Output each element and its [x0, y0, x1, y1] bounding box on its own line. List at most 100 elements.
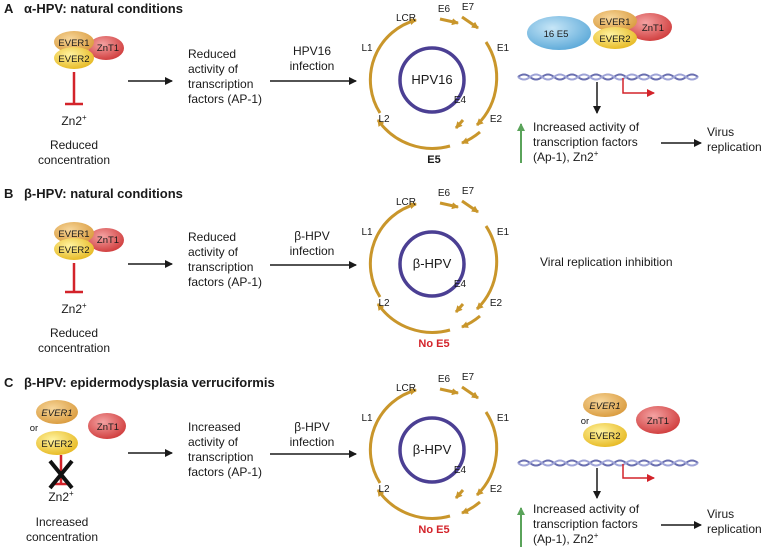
- ever2-label: EVER2: [589, 431, 620, 442]
- genome-name: β-HPV: [413, 256, 452, 271]
- activity-line-4: factors (AP-1): [188, 465, 262, 479]
- ever2-label: EVER2: [58, 54, 89, 65]
- znt1-label: ZnT1: [97, 43, 119, 54]
- viral-genome: HPV16 LCR E6 E7 E1 L1 L2 E4 E2 E5: [361, 2, 509, 166]
- znt1-protein: [628, 13, 672, 41]
- genome-name: HPV16: [411, 72, 452, 87]
- ever1-label: EVER1: [599, 17, 630, 28]
- activity-line-1: Reduced: [188, 47, 236, 61]
- ever1-protein: [54, 222, 94, 244]
- znt1-label: ZnT1: [647, 416, 669, 427]
- gene-lcr: LCR: [396, 383, 416, 394]
- gene-e2: E2: [490, 114, 503, 125]
- znt1-protein: [636, 406, 680, 434]
- gene-l2: L2: [378, 484, 390, 495]
- ever1-label: EVER1: [58, 229, 89, 240]
- outcome-line-3: (Ap-1), Zn2+: [533, 149, 599, 164]
- znt1-label: ZnT1: [97, 235, 119, 246]
- activity-line-1: Increased: [188, 420, 241, 434]
- gene-l2: L2: [378, 114, 390, 125]
- activity-line-4: factors (AP-1): [188, 275, 262, 289]
- e5-label: No E5: [418, 338, 449, 350]
- infection-line-2: infection: [290, 59, 335, 73]
- panel-a: A α-HPV: natural conditions EVER1 EVER2 …: [4, 1, 762, 167]
- gene-e4: E4: [454, 279, 467, 290]
- dna-helix: [517, 73, 699, 81]
- gene-e4: E4: [454, 465, 467, 476]
- gene-l1: L1: [361, 43, 373, 54]
- concentration-line-1: Reduced: [50, 326, 98, 340]
- gene-e1: E1: [497, 227, 510, 238]
- outcome-line-2: transcription factors: [533, 517, 638, 531]
- e5-protein-label: 16 E5: [544, 29, 569, 40]
- transcription-start-arrow: [622, 464, 655, 482]
- ever2-label: EVER2: [599, 34, 630, 45]
- or-label: or: [581, 416, 589, 427]
- activity-line-3: transcription: [188, 77, 253, 91]
- ever1-protein: [593, 10, 637, 32]
- e5-protein: [527, 16, 591, 50]
- activity-line-3: transcription: [188, 450, 253, 464]
- infection-line-1: β-HPV: [294, 420, 330, 434]
- panel-title: β-HPV: natural conditions: [24, 186, 183, 201]
- result-line-1: Virus: [707, 125, 734, 139]
- infection-line-2: infection: [290, 244, 335, 258]
- znt1-protein: [88, 413, 126, 439]
- concentration-line-2: concentration: [26, 530, 98, 544]
- activity-line-1: Reduced: [188, 230, 236, 244]
- concentration-line-1: Reduced: [50, 138, 98, 152]
- result-text: Viral replication inhibition: [540, 255, 673, 269]
- ever2-protein: [583, 423, 627, 447]
- panel-b: B β-HPV: natural conditions EVER1 EVER2 …: [4, 186, 673, 355]
- right-protein-cluster: EVER1 or EVER2 ZnT1: [581, 393, 680, 447]
- gene-e7: E7: [462, 2, 475, 13]
- protein-cluster: EVER1 EVER2 ZnT1: [54, 31, 124, 69]
- activity-line-3: transcription: [188, 260, 253, 274]
- ever1-label: EVER1: [589, 401, 620, 412]
- dna-helix: [517, 459, 699, 467]
- result-line-2: replication: [707, 140, 762, 154]
- ever2-protein: [54, 238, 94, 260]
- blocked-x-icon: [48, 459, 74, 490]
- or-label: or: [30, 423, 38, 434]
- outcome-line-2: transcription factors: [533, 135, 638, 149]
- viral-genome: β-HPV LCR E6 E7 E1 L1 L2 E4 E2 No E5: [361, 186, 509, 350]
- gene-e6: E6: [438, 374, 451, 385]
- panel-title: α-HPV: natural conditions: [24, 1, 183, 16]
- result-line-2: replication: [707, 522, 762, 536]
- gene-e4: E4: [454, 95, 467, 106]
- protein-cluster: EVER1 EVER2 ZnT1: [54, 222, 124, 260]
- viral-genome: β-HPV LCR E6 E7 E1 L1 L2 E4 E2 No E5: [361, 372, 509, 536]
- ever1-label: EVER1: [41, 408, 72, 419]
- panel-letter: A: [4, 1, 14, 16]
- outcome-line-3: (Ap-1), Zn2+: [533, 531, 599, 546]
- zinc-label: Zn2+: [61, 113, 87, 128]
- ever1-protein: [54, 31, 94, 53]
- e5-label: No E5: [418, 524, 449, 536]
- gene-e2: E2: [490, 298, 503, 309]
- gene-e2: E2: [490, 484, 503, 495]
- gene-lcr: LCR: [396, 197, 416, 208]
- concentration-line-2: concentration: [38, 341, 110, 355]
- gene-e6: E6: [438, 188, 451, 199]
- zinc-label: Zn2+: [61, 301, 87, 316]
- gene-l1: L1: [361, 413, 373, 424]
- panel-letter: B: [4, 186, 13, 201]
- outcome-line-1: Increased activity of: [533, 120, 640, 134]
- znt1-label: ZnT1: [97, 422, 119, 433]
- infection-line-1: β-HPV: [294, 229, 330, 243]
- protein-cluster: EVER1 or EVER2 ZnT1: [30, 400, 126, 455]
- e5-label: E5: [427, 154, 440, 166]
- gene-l2: L2: [378, 298, 390, 309]
- gene-e1: E1: [497, 413, 510, 424]
- ever2-protein: [593, 27, 637, 49]
- concentration-line-1: Increased: [36, 515, 89, 529]
- panel-c: C β-HPV: epidermodysplasia verruciformis…: [4, 372, 762, 547]
- outcome-line-1: Increased activity of: [533, 502, 640, 516]
- znt1-protein: [88, 36, 124, 60]
- gene-l1: L1: [361, 227, 373, 238]
- e5-complex: 16 E5 EVER1 EVER2 ZnT1: [527, 10, 672, 50]
- ever1-label: EVER1: [58, 38, 89, 49]
- activity-line-2: activity of: [188, 435, 239, 449]
- infection-line-1: HPV16: [293, 44, 331, 58]
